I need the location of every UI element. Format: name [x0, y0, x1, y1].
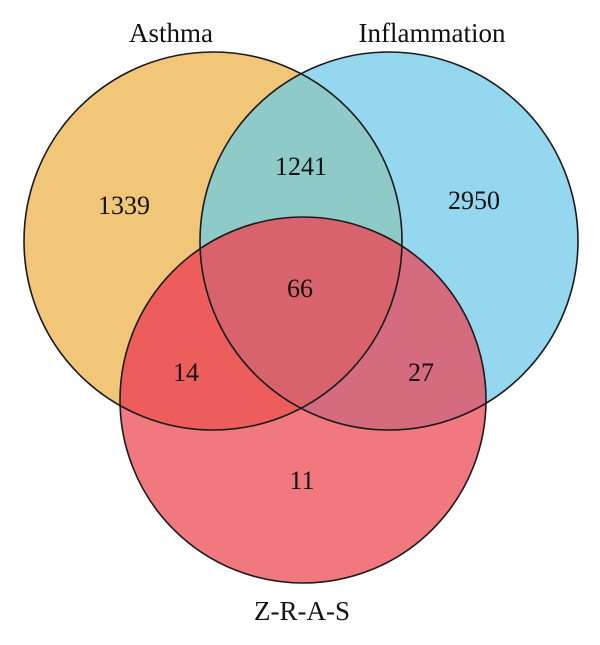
zras-only-count: 11: [289, 466, 314, 495]
inflammation-zras-count: 27: [408, 358, 434, 387]
zras-outline: [119, 216, 487, 584]
asthma-outline: [23, 51, 403, 431]
inflammation-outline: [199, 51, 579, 431]
inflammation-only-count: 2950: [448, 186, 500, 215]
asthma-only-count: 1339: [98, 191, 150, 220]
asthma-zras-count: 14: [173, 358, 199, 387]
zras-label: Z-R-A-S: [254, 596, 350, 626]
all-three-count: 66: [287, 274, 313, 303]
asthma-inflammation-count: 1241: [275, 152, 327, 181]
inflammation-label: Inflammation: [359, 18, 506, 48]
asthma-label: Asthma: [129, 18, 213, 48]
